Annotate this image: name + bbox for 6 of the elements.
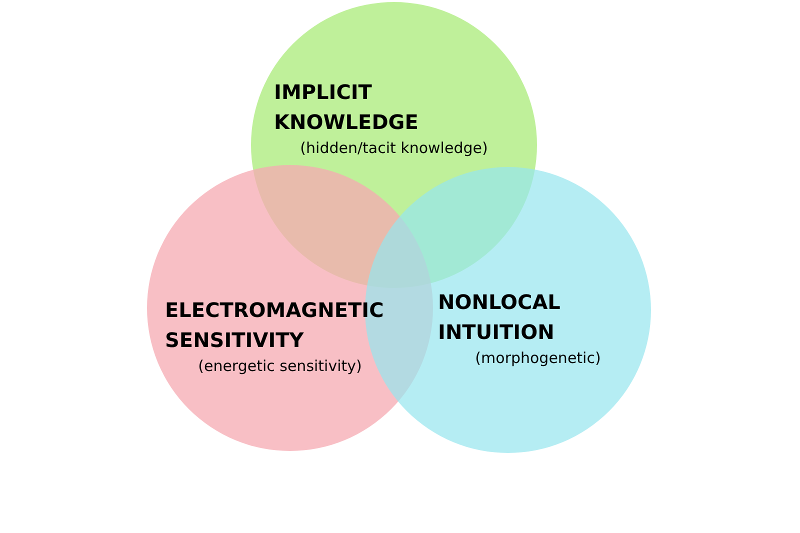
circle-heading: ELECTROMAGNETIC SENSITIVITY xyxy=(165,297,385,354)
circle-subtitle: (morphogenetic) xyxy=(475,348,601,369)
circle-subtitle: (hidden/tacit knowledge) xyxy=(300,138,488,159)
circle-heading: NONLOCAL INTUITION xyxy=(438,289,562,346)
circle-heading: IMPLICIT KNOWLEDGE xyxy=(274,79,420,136)
circle-subtitle: (energetic sensitivity) xyxy=(198,356,362,377)
